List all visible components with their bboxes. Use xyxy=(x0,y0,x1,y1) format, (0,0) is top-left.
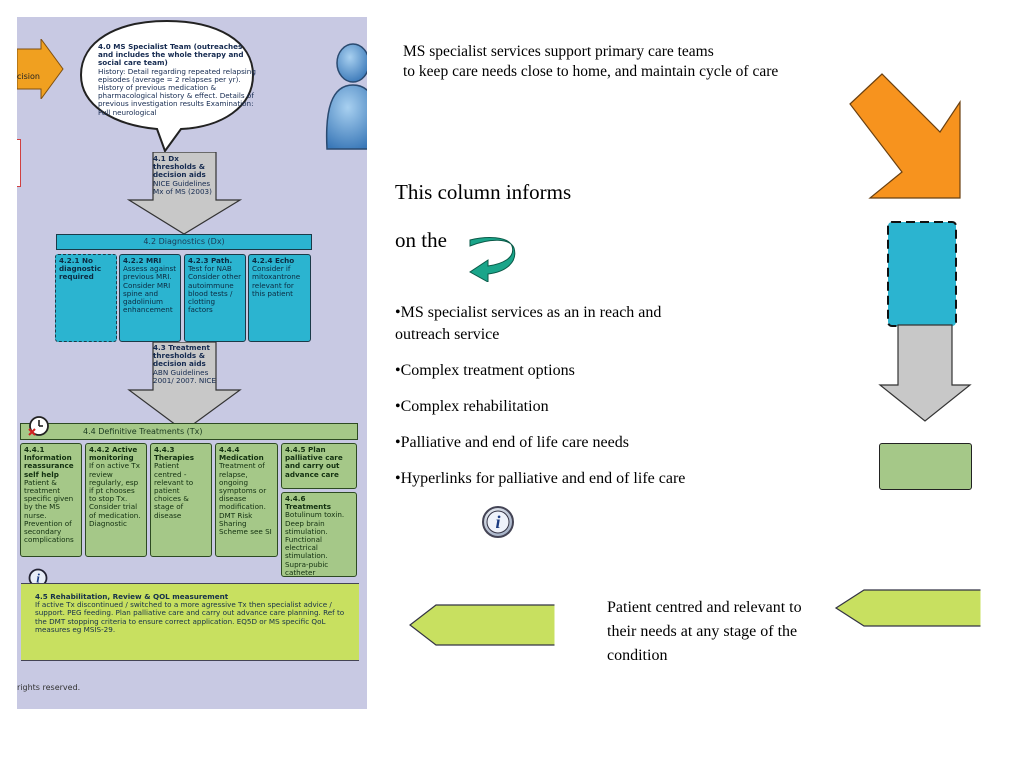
diagnostic-body: Consider if mitoxantrone relevant for th… xyxy=(252,264,301,298)
treatment-box[interactable]: 4.4.6 Treatments Botulinum toxin. Deep b… xyxy=(281,492,357,577)
patient-note: Patient centred and relevant to their ne… xyxy=(607,599,802,664)
down-arrow-icon xyxy=(127,342,242,432)
intro-line: to keep care needs close to home, and ma… xyxy=(403,63,779,80)
down-arrow-icon xyxy=(878,324,972,422)
diagnostic-box[interactable]: 4.2.2 MRI Assess against previous MRI. C… xyxy=(119,254,181,342)
right-pointer-shape xyxy=(834,589,984,627)
svg-text:i: i xyxy=(36,571,40,586)
treatment-body: Patient centred - relevant to patient ch… xyxy=(154,461,194,520)
diagnostic-title: 4.2.1 No diagnostic required xyxy=(59,256,102,282)
team-speech-bubble xyxy=(79,19,255,152)
treatment-box[interactable]: 4.4.2 Active monitoring If on active Tx … xyxy=(85,443,147,557)
diagnostic-title: 4.2.3 Path. xyxy=(188,256,233,265)
diagnostic-body: Assess against previous MRI. Consider MR… xyxy=(123,264,177,315)
orange-diagonal-arrow-icon xyxy=(849,73,961,199)
arrow-stub-label: cision xyxy=(17,72,40,81)
column-title-line2: on the xyxy=(395,228,447,252)
diagnostic-box[interactable]: 4.2.3 Path. Test for NAB Consider other … xyxy=(184,254,246,342)
left-pointer-shape xyxy=(409,604,558,646)
diagnostic-box[interactable]: 4.2.4 Echo Consider if mitoxantrone rele… xyxy=(248,254,311,342)
intro-text: MS specialist services support primary c… xyxy=(403,42,778,82)
cycle-arrow-icon xyxy=(469,237,516,282)
tx-thresholds-body: ABN Guidelines 2001/ 2007. NICE xyxy=(153,367,216,385)
treatment-body: If on active Tx review regularly, esp if… xyxy=(89,461,141,528)
rehab-body: If active Tx discontinued / switched to … xyxy=(35,600,345,634)
intro-line: MS specialist services support primary c… xyxy=(403,43,714,60)
treatment-body: Botulinum toxin. Deep brain stimulation.… xyxy=(285,510,345,577)
team-box[interactable]: 4.0 MS Specialist Team (outreaches and i… xyxy=(98,42,256,117)
legend-dashed-box xyxy=(887,221,957,327)
team-box-body: History: Detail regarding repeated relap… xyxy=(98,66,256,117)
dx-thresholds[interactable]: 4.1 Dx thresholds & decision aids NICE G… xyxy=(153,154,217,196)
bullet-item: •MS specialist services as an in reach a… xyxy=(395,304,662,343)
diagnostic-title: 4.2.4 Echo xyxy=(252,256,295,265)
team-box-title: 4.0 MS Specialist Team (outreaches and i… xyxy=(98,42,244,68)
info-icon[interactable]: i xyxy=(481,505,515,539)
bullet-item: •Complex treatment options xyxy=(395,362,575,379)
treatment-box[interactable]: 4.4.5 Plan palliative care and carry out… xyxy=(281,443,357,489)
treatment-title: 4.4.3 Therapies xyxy=(154,445,195,463)
orange-arrow-stub-icon xyxy=(17,39,64,99)
treatment-title: 4.4.4 Medication xyxy=(219,445,264,463)
copyright-text: rights reserved. xyxy=(17,683,81,692)
treatment-box[interactable]: 4.4.4 Medication Treatment of relapse, o… xyxy=(215,443,278,557)
bullet-item: •Complex rehabilitation xyxy=(395,398,549,415)
clock-icon[interactable] xyxy=(27,415,49,437)
dx-thresholds-body: NICE Guidelines Mx of MS (2003) xyxy=(153,178,212,196)
treatment-title: 4.4.6 Treatments xyxy=(285,494,332,512)
person-icon xyxy=(325,43,367,150)
diagnostic-body: Test for NAB Consider other autoimmune b… xyxy=(188,264,242,315)
diagnostic-box[interactable]: 4.2.1 No diagnostic required xyxy=(55,254,117,342)
rehab-title: 4.5 Rehabilitation, Review & QOL measure… xyxy=(35,592,229,601)
diagnostics-bar[interactable]: 4.2 Diagnostics (Dx) xyxy=(56,234,312,250)
dx-thresholds-title: 4.1 Dx thresholds & decision aids xyxy=(153,154,206,180)
down-arrow-icon xyxy=(127,152,242,235)
bullet-item: •Palliative and end of life care needs xyxy=(395,434,629,451)
rehab-box[interactable]: 4.5 Rehabilitation, Review & QOL measure… xyxy=(21,583,359,661)
bullet-list: •MS specialist services as an in reach a… xyxy=(395,302,705,504)
svg-text:i: i xyxy=(495,512,500,532)
diagnostic-title: 4.2.2 MRI xyxy=(123,256,162,265)
bullet-item: •Hyperlinks for palliative and end of li… xyxy=(395,470,686,487)
treatment-body: Treatment of relapse, ongoing symptoms o… xyxy=(219,461,272,537)
treatment-box[interactable]: 4.4.1 Information reassurance self help … xyxy=(20,443,82,557)
tx-thresholds[interactable]: 4.3 Treatment thresholds & decision aids… xyxy=(153,343,223,385)
tx-thresholds-title: 4.3 Treatment thresholds & decision aids xyxy=(153,343,210,369)
flowchart-panel: cision 4.0 MS Specialist Team (outreache… xyxy=(17,17,367,709)
treatment-title: 4.4.1 Information reassurance self help xyxy=(24,445,74,479)
treatment-box[interactable]: 4.4.3 Therapies Patient centred - releva… xyxy=(150,443,212,557)
treatment-body: Patient & treatment specific given by th… xyxy=(24,477,74,545)
treatment-title: 4.4.5 Plan palliative care and carry out… xyxy=(285,445,343,479)
red-box-stub xyxy=(17,139,21,187)
column-title: This column informs xyxy=(395,180,572,204)
treatment-title: 4.4.2 Active monitoring xyxy=(89,445,138,463)
legend-green-box xyxy=(879,443,972,490)
treatments-bar[interactable]: 4.4 Definitive Treatments (Tx) xyxy=(20,423,358,440)
